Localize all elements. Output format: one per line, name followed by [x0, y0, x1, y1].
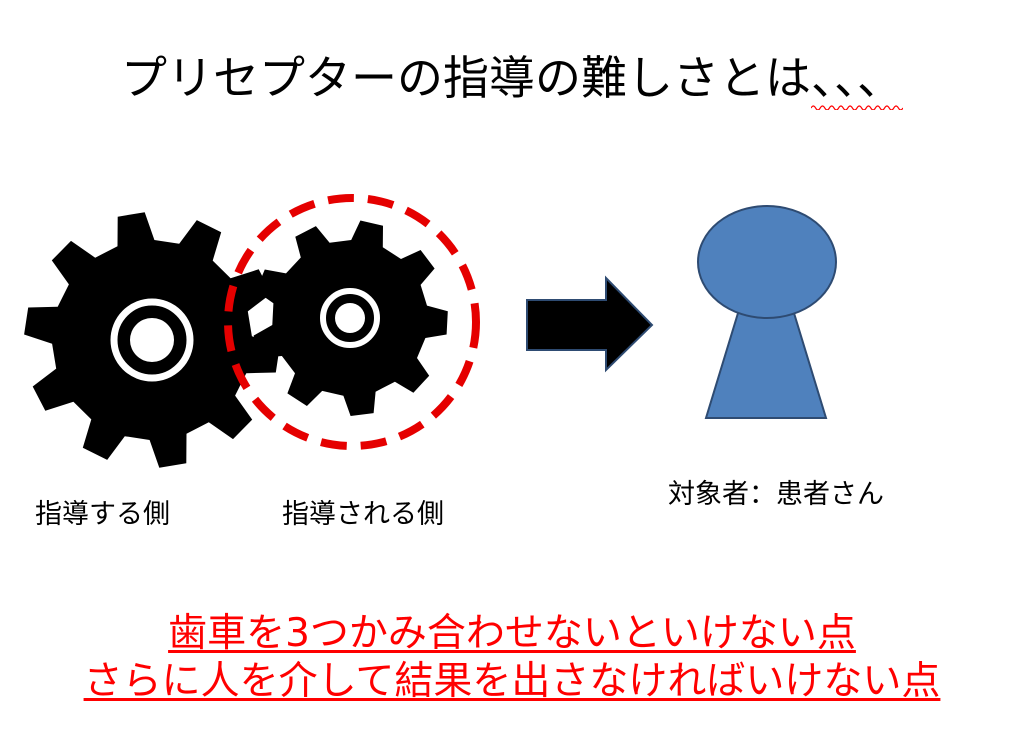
title-tail-wrap: 、、、	[811, 42, 903, 110]
large-gear-icon	[24, 212, 280, 468]
highlight-circle	[224, 194, 480, 450]
small-gear-icon	[253, 220, 448, 416]
spellcheck-squiggle	[811, 105, 903, 110]
small-gear-ring	[320, 288, 380, 348]
conclusion-line-2: さらに人を介して結果を出さなければいけない点	[83, 659, 941, 704]
person-head	[697, 205, 837, 319]
label-teacher-side: 指導する側	[35, 499, 170, 530]
large-gear-hole	[130, 318, 174, 362]
arrow-right-icon	[526, 275, 654, 373]
title-text: プリセプターの指導の難しさとは	[121, 51, 811, 105]
conclusion-line-1: 歯車を3つかみ合わせないといけない点	[168, 611, 856, 656]
small-gear-hole	[335, 303, 365, 333]
label-patient: 対象者：患者さん	[668, 479, 884, 510]
title-tail: 、、、	[811, 51, 903, 105]
label-learner-side: 指導される側	[282, 499, 444, 530]
person-icon	[697, 205, 837, 419]
slide-title: プリセプターの指導の難しさとは、、、	[0, 42, 1024, 110]
large-gear-ring	[110, 298, 194, 382]
